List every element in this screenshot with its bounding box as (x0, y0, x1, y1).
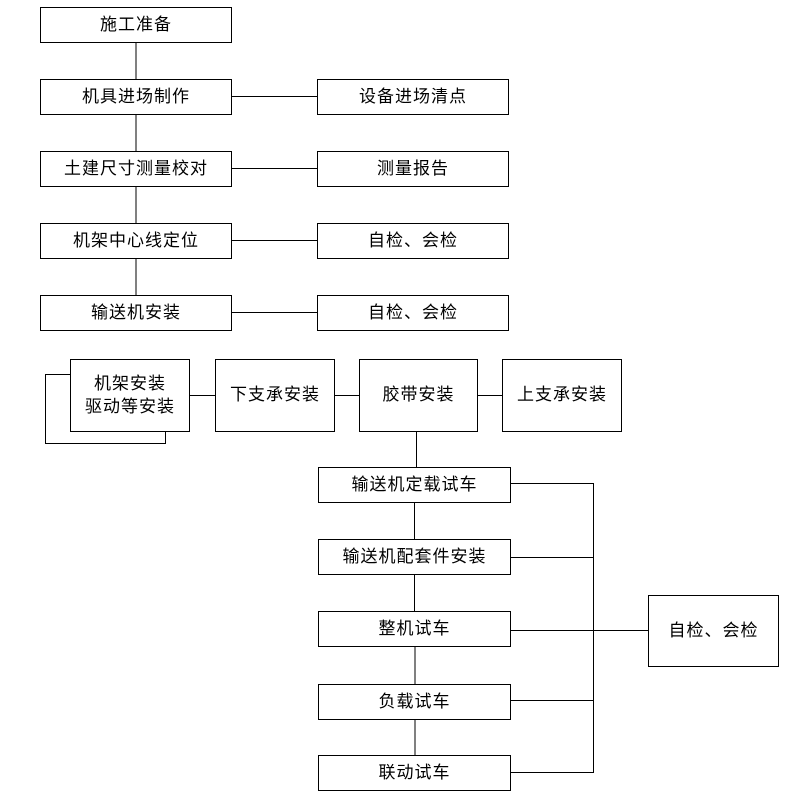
frame-drive-label: 机架安装 驱动等安装 (85, 373, 175, 419)
connector-accessory-to-whole-machine (414, 575, 415, 611)
connector-civil-to-report (232, 168, 317, 169)
connector-whole-machine-to-load (414, 647, 416, 684)
node-self-joint-inspection-3: 自检、会检 (648, 595, 779, 667)
stub-fixed-load-to-bus (511, 483, 593, 484)
node-accessory-installation: 输送机配套件安装 (318, 539, 511, 575)
node-linkage-test: 联动试车 (318, 755, 511, 791)
stub-accessory-to-bus (511, 557, 593, 558)
bus-vertical-right (593, 483, 594, 773)
frame-install-label-line2: 驱动等安装 (85, 396, 175, 416)
node-construction-prep: 施工准备 (40, 7, 232, 43)
connector-load-to-linkage (414, 720, 416, 755)
node-survey-report: 测量报告 (317, 151, 509, 187)
connector-prep-to-fabrication (135, 43, 137, 79)
stub-load-to-bus (511, 700, 593, 701)
frame-install-label-line1: 机架安装 (94, 373, 166, 393)
connector-fabrication-to-civil (135, 115, 137, 151)
stub-linkage-to-bus (511, 772, 593, 773)
node-upper-support-installation: 上支承安装 (502, 359, 622, 432)
node-civil-dimension-check: 土建尺寸测量校对 (40, 151, 232, 187)
node-self-joint-inspection-1: 自检、会检 (317, 223, 509, 259)
connector-fabrication-to-inventory (232, 96, 317, 97)
connector-civil-to-centerline (135, 187, 137, 223)
connector-fixed-load-to-accessory (414, 503, 415, 539)
node-equipment-inventory: 设备进场清点 (317, 79, 509, 115)
node-frame-centerline-positioning: 机架中心线定位 (40, 223, 232, 259)
node-equipment-fabrication: 机具进场制作 (40, 79, 232, 115)
node-lower-support-installation: 下支承安装 (215, 359, 335, 432)
connector-belt-to-upper-support (478, 395, 502, 396)
node-conveyor-installation: 输送机安装 (40, 295, 232, 331)
connector-lower-support-to-belt (335, 395, 359, 396)
node-self-joint-inspection-2: 自检、会检 (317, 295, 509, 331)
connector-centerline-to-conveyor (135, 259, 137, 295)
connector-belt-to-fixed-load-test (416, 432, 417, 467)
connector-conveyor-to-check2 (232, 312, 317, 313)
connector-centerline-to-check1 (232, 240, 317, 241)
connector-frame-to-lower-support (190, 395, 215, 396)
node-fixed-load-test: 输送机定载试车 (318, 467, 511, 503)
node-whole-machine-test: 整机试车 (318, 611, 511, 647)
node-load-test: 负载试车 (318, 684, 511, 720)
node-frame-drive-installation: 机架安装 驱动等安装 (70, 359, 190, 432)
stub-whole-machine-to-inspection (511, 630, 648, 631)
node-belt-installation: 胶带安装 (359, 359, 478, 432)
